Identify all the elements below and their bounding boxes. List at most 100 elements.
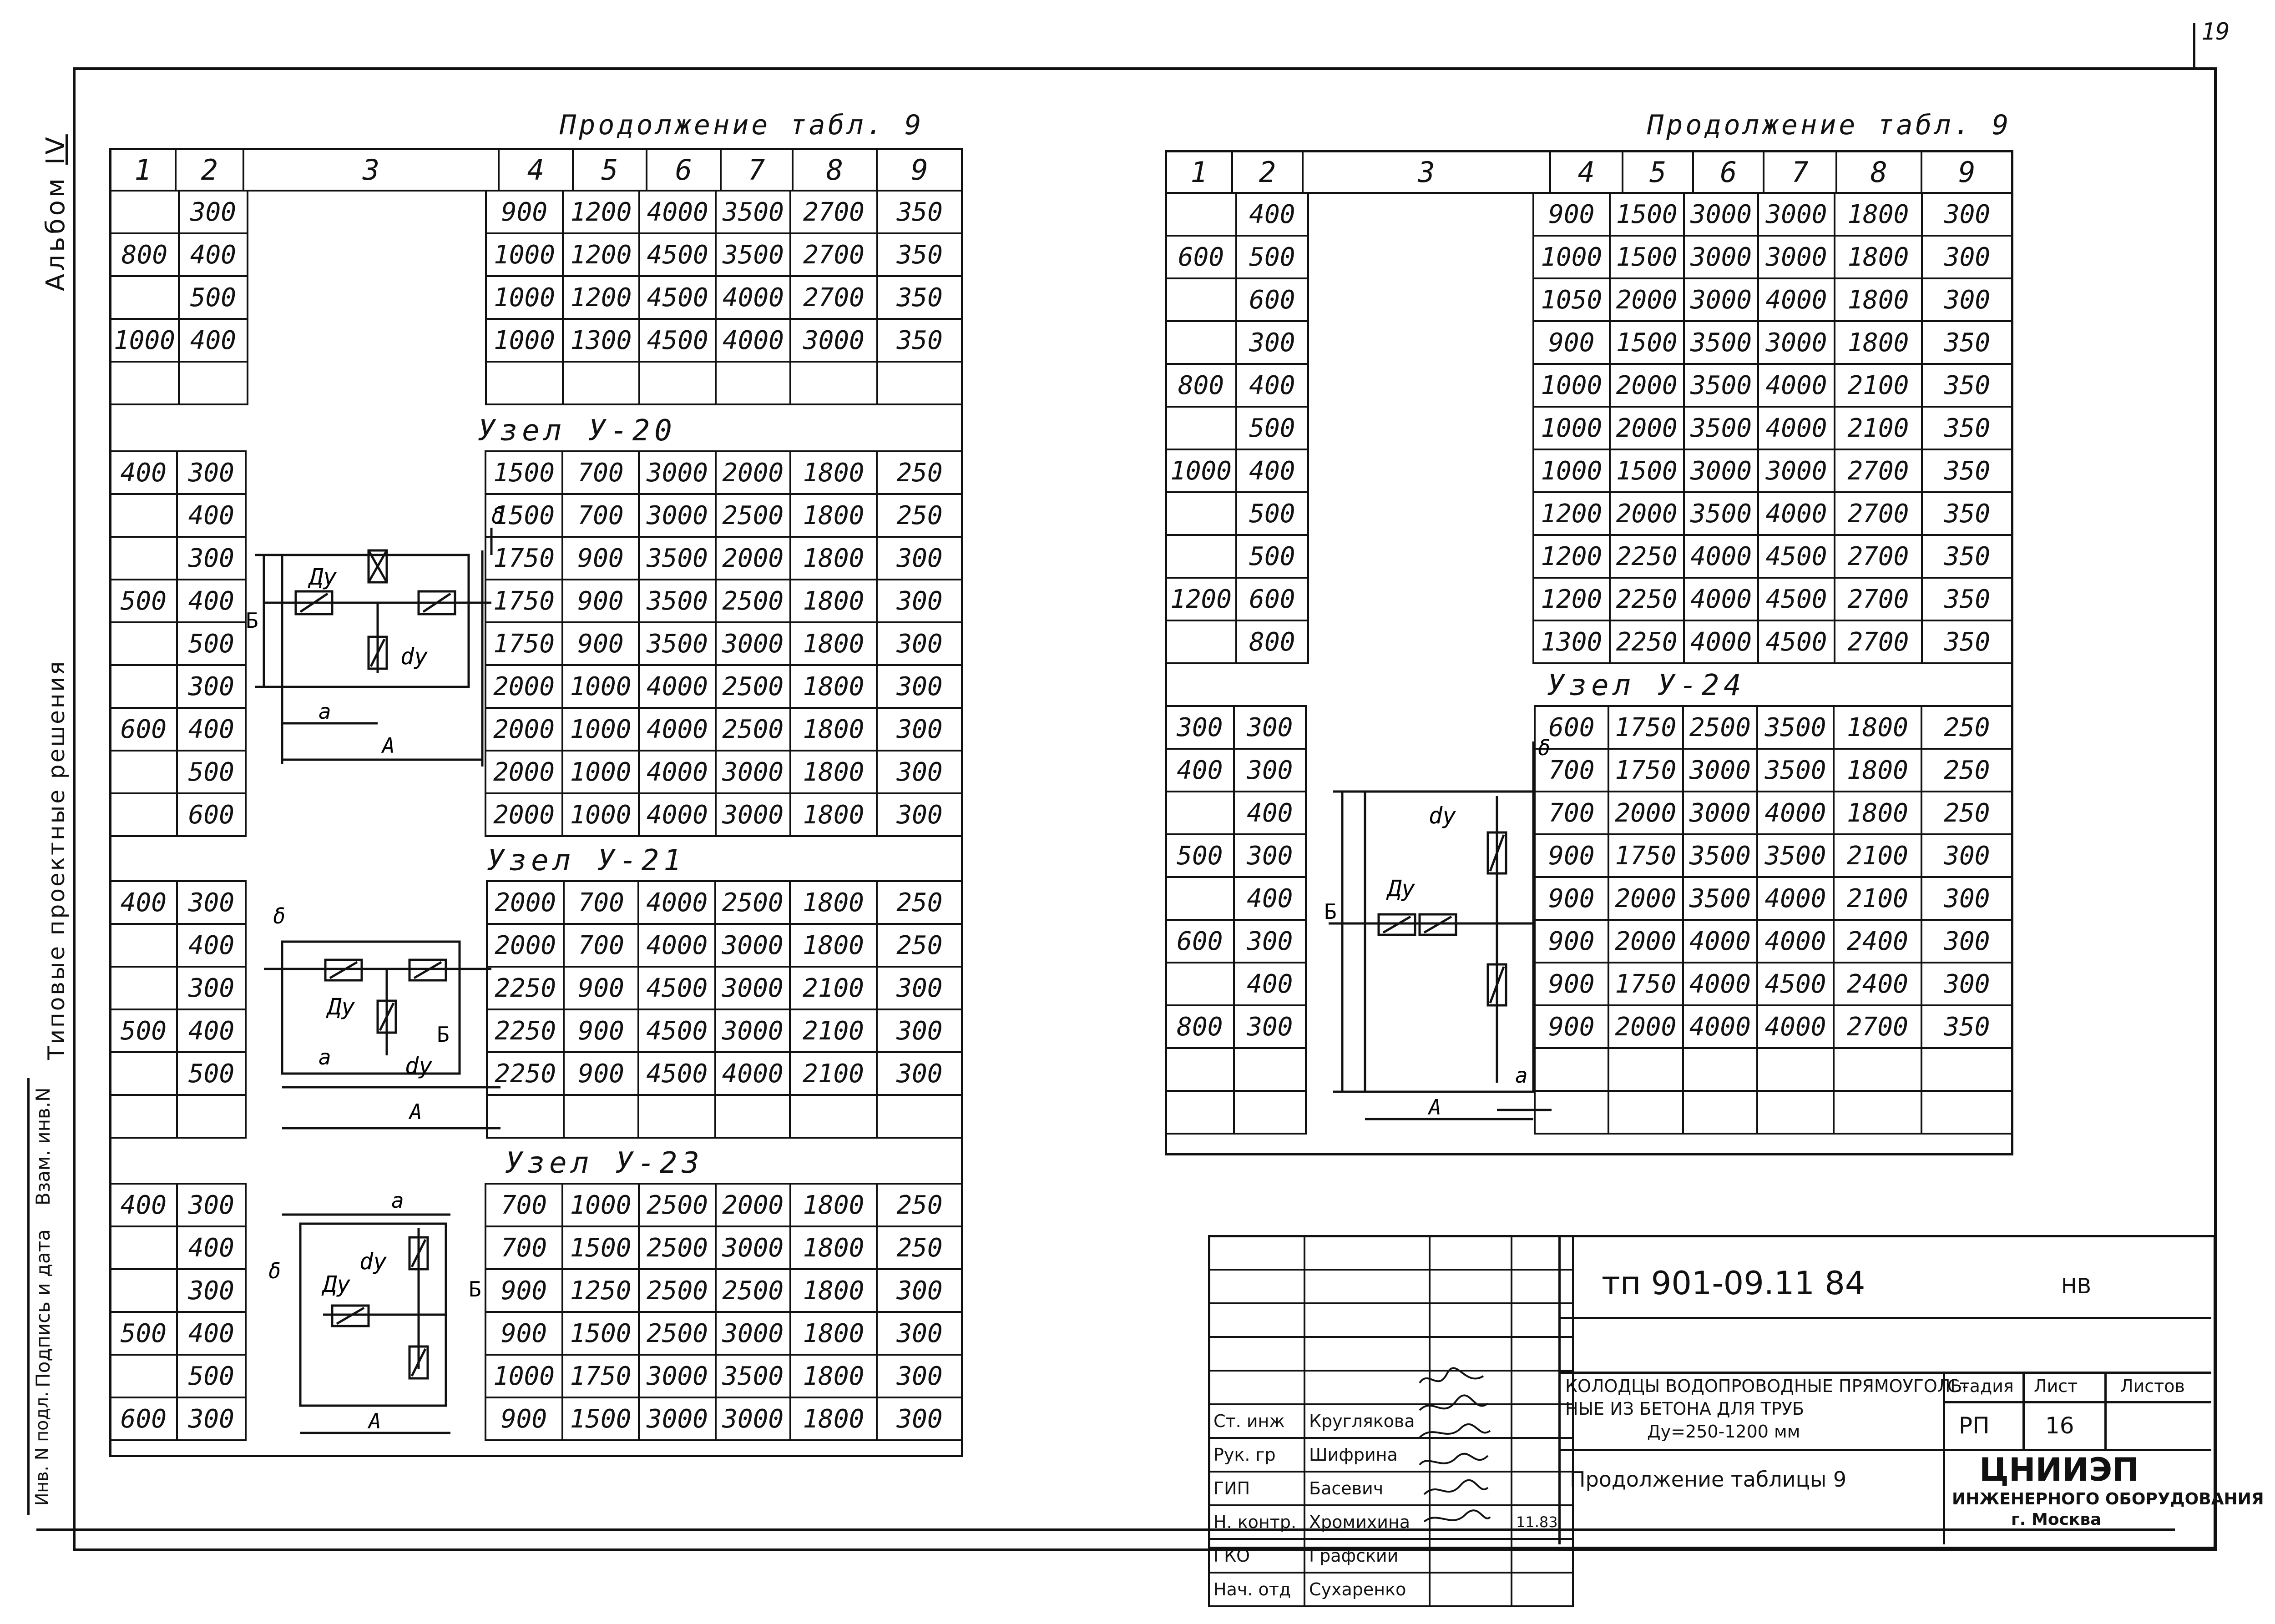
table-cell: 1800	[789, 1226, 878, 1270]
table-cell	[109, 792, 178, 837]
table-cell: 300	[1165, 705, 1235, 750]
table-cell	[1682, 1090, 1759, 1135]
table-cell: 700	[561, 450, 640, 495]
tb-row-line-1	[1558, 1317, 2211, 1319]
table-cell: 1000	[1532, 406, 1611, 450]
table-cell: 4000	[638, 750, 717, 794]
table-cell: 4500	[1757, 620, 1835, 664]
table-cell: 4000	[1756, 876, 1835, 921]
table-cell	[109, 493, 178, 538]
table-cell: 2000	[486, 880, 565, 925]
table-cell: 900	[561, 621, 640, 666]
table-cell	[789, 1094, 878, 1139]
table-cell	[1165, 1090, 1235, 1135]
table-cell: 500	[109, 1009, 178, 1053]
table-cell	[109, 1094, 178, 1139]
table-cell: 300	[876, 536, 963, 580]
table-cell: 4000	[1757, 406, 1835, 450]
table-cell: 400	[177, 232, 248, 277]
table-cell: 4000	[1757, 491, 1835, 536]
table-cell: 250	[875, 880, 964, 925]
table-cell	[1832, 1047, 1922, 1092]
table-cell: 2700	[789, 232, 878, 277]
table-cell: 350	[1920, 1004, 2014, 1049]
table-cell: 1050	[1532, 277, 1611, 322]
table-cell: 900	[1533, 919, 1610, 963]
table-cell: 1500	[485, 450, 563, 495]
table-cell: 3000	[1682, 748, 1759, 792]
diagram-cell	[245, 1095, 488, 1138]
table-cell: 400	[109, 880, 178, 925]
table-cell	[109, 664, 178, 709]
table-cell	[109, 923, 178, 968]
diagram-cell	[1304, 749, 1536, 792]
table-cell: 300	[1233, 705, 1307, 750]
table-cell: 600	[1164, 235, 1238, 279]
table-cell: 300	[176, 1397, 247, 1441]
table-cell: 350	[876, 275, 964, 320]
table-cell: 500	[1235, 235, 1309, 279]
table-cell: 700	[485, 1183, 563, 1227]
table-cell	[1533, 1090, 1610, 1135]
table-cell: 2500	[638, 1268, 717, 1313]
name-4: Графский	[1304, 1538, 1431, 1574]
table-cell: 2700	[1833, 577, 1923, 621]
table-cell: 900	[485, 1311, 563, 1356]
table-cell: 250	[876, 1226, 963, 1270]
tb-col-line	[1558, 1235, 1561, 1544]
album-label: Альбом IV	[41, 134, 71, 291]
a-small-label-21: а	[318, 1045, 331, 1069]
table-cell: 1750	[485, 579, 563, 623]
diagram-cell	[244, 494, 487, 537]
table-cell: 1000	[561, 707, 640, 751]
table-cell: 400	[176, 707, 247, 751]
table-cell: 4000	[638, 664, 717, 709]
table-cell: 900	[1533, 1004, 1610, 1049]
r-col-6: 6	[1692, 150, 1765, 194]
table-cell: 1500	[561, 1226, 640, 1270]
table-cell: 350	[876, 318, 964, 363]
table-cell: 3000	[714, 621, 791, 666]
table-cell: 1000	[485, 1354, 563, 1398]
table-cell: 3000	[638, 493, 717, 538]
table-cell: 1800	[1833, 320, 1923, 365]
table-cell	[1608, 1090, 1684, 1135]
table-cell: 1800	[789, 792, 878, 837]
table-cell: 400	[176, 1311, 247, 1356]
table-cell: 4500	[637, 1051, 717, 1096]
table-cell: 3000	[1682, 791, 1759, 835]
table-cell: 300	[176, 1183, 247, 1227]
table-cell: 600	[1235, 277, 1309, 322]
diagram-cell	[1307, 364, 1535, 407]
role-2: ГИП	[1208, 1471, 1305, 1506]
table-cell: 1800	[789, 880, 878, 925]
table-cell: 1750	[1608, 962, 1684, 1006]
table-cell	[789, 361, 878, 405]
table-cell: 400	[176, 579, 247, 623]
table-cell: 2500	[714, 493, 791, 538]
table-cell: 700	[1533, 791, 1610, 835]
diagram-cell	[1307, 449, 1535, 492]
table-cell	[876, 361, 964, 405]
table-cell: 3500	[638, 536, 717, 580]
dy-label-24: dу	[1429, 802, 1456, 829]
table-cell: 250	[876, 450, 963, 495]
stamp-strip-line	[27, 1078, 30, 1515]
table-cell: 1000	[485, 232, 564, 277]
b-label: Б	[246, 608, 258, 633]
table-cell: 1500	[1608, 192, 1685, 237]
table-cell: 250	[876, 1183, 963, 1227]
diagram-cell	[246, 362, 487, 404]
table-cell: 700	[562, 880, 640, 925]
table-cell: 3000	[1757, 235, 1835, 279]
table-cell: 1200	[1532, 577, 1611, 621]
table-cell: 3500	[1683, 320, 1759, 365]
table-cell: 300	[876, 1397, 963, 1441]
table-cell: 350	[876, 190, 964, 234]
